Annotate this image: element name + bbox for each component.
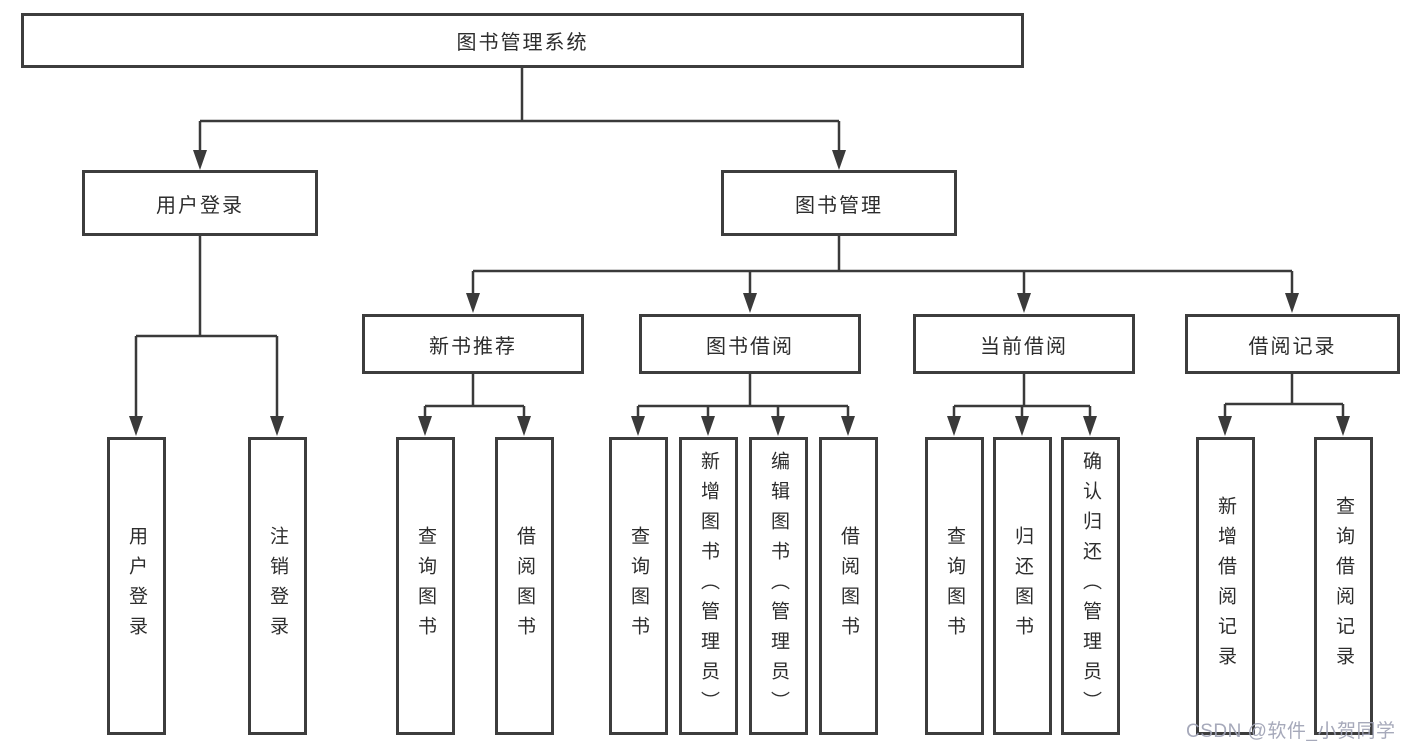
- leaf-query-books-borrowing: 查询图书: [609, 437, 668, 735]
- leaf-confirm-return-admin: 确认归还（管理员）: [1061, 437, 1120, 735]
- leaf-return-books: 归还图书: [993, 437, 1052, 735]
- node-library-management-system: 图书管理系统: [21, 13, 1024, 68]
- leaf-query-books-current: 查询图书: [925, 437, 984, 735]
- csdn-watermark: CSDN @软件_小贺同学: [1186, 721, 1396, 742]
- node-user-login: 用户登录: [82, 170, 318, 236]
- leaf-query-books-recommend: 查询图书: [396, 437, 455, 735]
- leaf-query-borrow-record: 查询借阅记录: [1314, 437, 1373, 735]
- leaf-borrow-books-borrowing: 借阅图书: [819, 437, 878, 735]
- node-borrowing-records: 借阅记录: [1185, 314, 1400, 374]
- leaf-add-book-admin: 新增图书（管理员）: [679, 437, 738, 735]
- leaf-add-borrow-record: 新增借阅记录: [1196, 437, 1255, 735]
- leaf-borrow-books-recommend: 借阅图书: [495, 437, 554, 735]
- leaf-logout-login: 注销登录: [248, 437, 307, 735]
- node-book-borrowing: 图书借阅: [639, 314, 861, 374]
- leaf-user-login: 用户登录: [107, 437, 166, 735]
- node-new-book-recommendation: 新书推荐: [362, 314, 584, 374]
- node-book-management: 图书管理: [721, 170, 957, 236]
- leaf-edit-book-admin: 编辑图书（管理员）: [749, 437, 808, 735]
- node-current-borrowing: 当前借阅: [913, 314, 1135, 374]
